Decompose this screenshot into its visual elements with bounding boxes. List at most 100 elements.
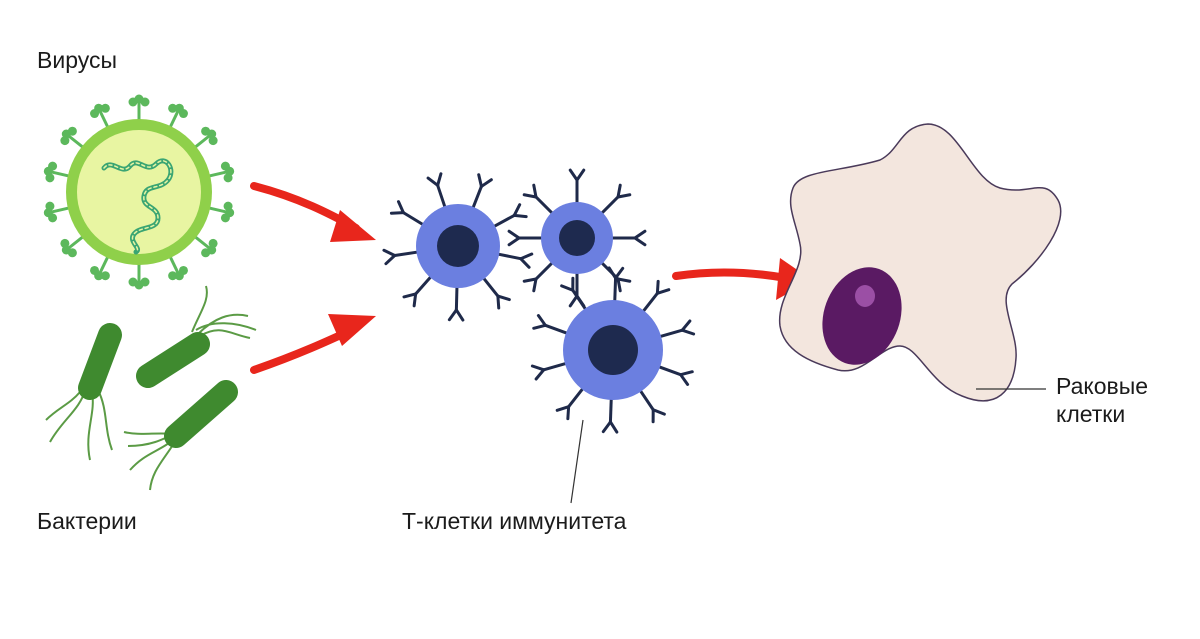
t-cell-receptor xyxy=(532,363,566,379)
t-cell-receptor xyxy=(483,277,509,308)
virus-spike xyxy=(129,262,150,290)
cancer-cell-icon xyxy=(780,124,1061,401)
receptor-branch xyxy=(384,250,395,255)
virus-spike-knob xyxy=(94,104,103,113)
receptor-branch xyxy=(653,410,664,414)
virus-icon xyxy=(44,95,234,290)
receptor-branch xyxy=(562,286,573,290)
virus-spike-knob xyxy=(207,245,216,254)
receptor-branch xyxy=(603,422,610,432)
cancer-cell-nucleolus xyxy=(855,285,875,307)
virus-spike-knob xyxy=(225,208,234,217)
bacterium-body xyxy=(90,335,110,388)
receptor-stem xyxy=(610,398,611,422)
viruses-label: Вирусы xyxy=(37,46,117,74)
receptor-stem xyxy=(659,330,682,337)
receptor-stem xyxy=(483,277,498,296)
virus-spike-knob xyxy=(135,95,144,104)
t-cell xyxy=(509,170,645,306)
receptor-branch xyxy=(616,268,623,278)
t-cell-nucleus xyxy=(437,225,479,267)
virus-spike xyxy=(207,202,234,223)
receptor-branch xyxy=(398,202,403,213)
t-cells-group xyxy=(384,170,694,432)
receptor-stem xyxy=(456,286,457,310)
cancer-cells-label-line2: клетки xyxy=(1056,400,1176,428)
receptor-stem xyxy=(601,197,618,214)
t-cell-receptor xyxy=(640,390,665,422)
receptor-stem xyxy=(569,388,584,407)
virus-spike xyxy=(168,255,188,280)
receptor-branch xyxy=(479,175,482,187)
virus-spike xyxy=(129,95,150,123)
receptor-branch xyxy=(456,310,463,320)
receptor-branch xyxy=(635,231,645,238)
receptor-branch xyxy=(577,170,584,180)
cancer-cell-body xyxy=(780,124,1061,401)
receptor-branch xyxy=(428,178,438,185)
receptor-branch xyxy=(514,205,519,216)
t-cell-receptor xyxy=(384,250,419,263)
virus-spike xyxy=(60,236,84,258)
receptor-branch xyxy=(449,310,456,320)
bacterium-flagella xyxy=(192,286,256,338)
virus-spike-knob xyxy=(44,167,53,176)
t-cell-receptor xyxy=(603,398,617,432)
receptor-stem xyxy=(615,278,616,302)
receptor-branch xyxy=(532,366,543,370)
bacterium-2 xyxy=(148,286,256,376)
t-cell-receptor xyxy=(524,185,553,214)
virus-core xyxy=(77,130,201,254)
arrow-bacteria-to-tcells xyxy=(254,314,376,370)
receptor-stem xyxy=(403,213,423,226)
receptor-branch xyxy=(657,281,658,293)
t-cell xyxy=(532,268,693,432)
virus-spike xyxy=(168,104,188,129)
t-cell-nucleus xyxy=(588,325,638,375)
receptor-branch xyxy=(391,213,403,214)
t-cell-receptor xyxy=(391,202,423,225)
receptor-stem xyxy=(536,262,553,279)
t-cell-receptor xyxy=(570,170,584,204)
receptor-stem xyxy=(640,390,653,410)
arrows xyxy=(254,186,812,370)
bacterium-flagella xyxy=(46,388,112,460)
cancer-cells-label-line1: Раковые xyxy=(1056,372,1176,400)
virus-spike xyxy=(207,162,234,183)
virus-spike-knob xyxy=(175,271,184,280)
receptor-branch xyxy=(681,372,693,375)
receptor-branch xyxy=(521,259,529,268)
t-cells-label: Т-клетки иммунитета xyxy=(402,507,626,535)
virus-spike-knob xyxy=(225,167,234,176)
virus-spike xyxy=(90,104,110,129)
t-cell-receptor xyxy=(509,231,543,245)
receptor-branch xyxy=(570,170,577,180)
receptor-branch xyxy=(657,290,668,294)
virus-spike-knob xyxy=(62,130,71,139)
receptor-branch xyxy=(568,407,569,419)
t-cell-receptor xyxy=(643,281,669,312)
t-cell-receptor xyxy=(658,366,692,384)
receptor-branch xyxy=(538,316,545,326)
receptor-branch xyxy=(481,180,491,187)
t-cell-receptor xyxy=(428,174,445,208)
bacterium-1 xyxy=(46,335,112,460)
receptor-branch xyxy=(386,256,395,264)
virus-spike-knob xyxy=(94,271,103,280)
t-cell-receptor xyxy=(601,185,630,214)
t-cell xyxy=(384,174,532,320)
receptor-branch xyxy=(521,254,532,259)
arrow-shaft xyxy=(676,272,786,278)
arrow-virus-to-tcells xyxy=(254,186,376,242)
receptor-stem xyxy=(416,276,432,294)
receptor-branch xyxy=(536,370,544,379)
t-cell-receptor xyxy=(534,316,568,334)
t-cell-receptor xyxy=(497,254,532,267)
bacteria-label: Бактерии xyxy=(37,507,137,535)
receptor-stem xyxy=(473,186,482,208)
bacteria-icon xyxy=(46,286,256,490)
receptor-stem xyxy=(544,363,567,370)
virus-spike xyxy=(60,127,84,149)
virus-spike xyxy=(44,202,71,223)
